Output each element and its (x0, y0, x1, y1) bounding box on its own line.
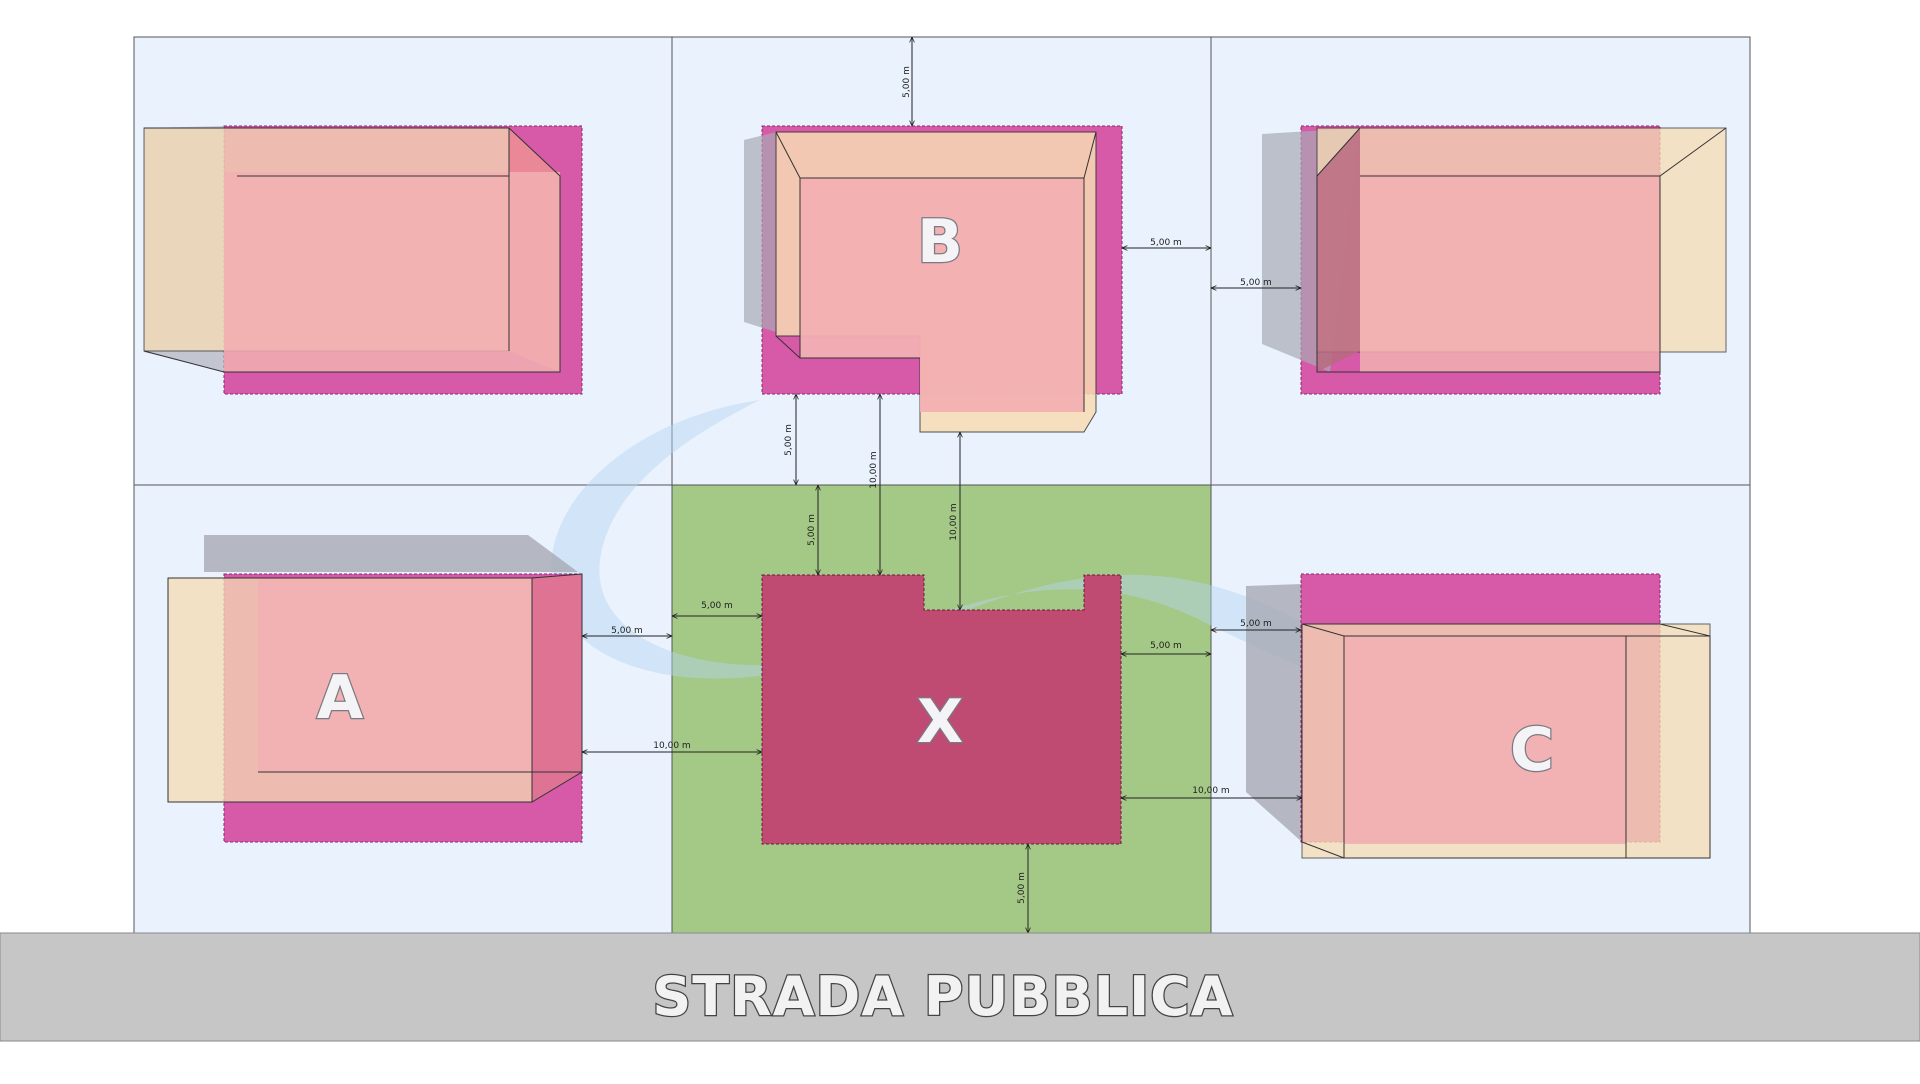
roof-ridge (775, 131, 801, 179)
dimension-labels: 5,00 m 5,00 m 5,00 m 5,00 m 10,00 m 5,00… (611, 66, 1272, 904)
roof-edge (775, 335, 920, 359)
building-c: C (1246, 573, 1711, 859)
roof-slope-left (1317, 128, 1360, 372)
building-top-right (1262, 125, 1727, 395)
roof-slope-right (532, 574, 582, 802)
roof-face (258, 578, 532, 772)
dim-label-a-x-10: 10,00 m (653, 741, 690, 751)
dimension-lines (582, 37, 1302, 933)
dim-label-c-left-5: 5,00 m (1240, 619, 1272, 629)
dim-label-b-top: 5,00 m (902, 66, 912, 98)
dim-label-x-top-5: 5,00 m (807, 514, 817, 546)
roof-ridge (1083, 131, 1097, 179)
dim-label-tr-left: 5,00 m (1240, 278, 1272, 288)
public-road: STRADA PUBBLICA (0, 932, 1920, 1042)
dim-label-x-right-5: 5,00 m (1150, 641, 1182, 651)
dim-label-x-left-5: 5,00 m (701, 601, 733, 611)
dim-label-x-bottom: 5,00 m (1017, 872, 1027, 904)
dim-label-b-bottom: 5,00 m (784, 424, 794, 456)
building-label-b: B (917, 207, 963, 277)
roof-ridge (1301, 623, 1345, 637)
wall-shadow (1246, 584, 1302, 842)
building-footprint (761, 574, 1122, 845)
building-label-x: X (917, 687, 963, 757)
wall-shadow (204, 535, 578, 572)
roof-edge (143, 127, 561, 373)
dim-label-b-bottom-10: 10,00 m (869, 451, 879, 488)
building-label-c: C (1510, 715, 1554, 785)
building-label-a: A (317, 663, 364, 733)
roof-face (224, 172, 560, 372)
road-surface (0, 932, 1920, 1042)
building-top-left (143, 125, 583, 395)
roof-face (1360, 174, 1660, 372)
roof-face (800, 178, 1084, 412)
building-x: X (761, 574, 1122, 845)
wall-shadow (744, 132, 776, 332)
building-a: A (167, 535, 583, 843)
building-b: B (744, 125, 1123, 433)
dim-label-x-top-10: 10,00 m (949, 503, 959, 540)
dim-label-x-c-10: 10,00 m (1192, 786, 1229, 796)
road-label: STRADA PUBBLICA (652, 965, 1233, 1028)
roof-edge (1316, 127, 1727, 373)
dim-label-a-right-5: 5,00 m (611, 626, 643, 636)
roof-edge (1301, 623, 1711, 859)
dim-label-b-right: 5,00 m (1150, 238, 1182, 248)
roof-face (1344, 636, 1626, 844)
